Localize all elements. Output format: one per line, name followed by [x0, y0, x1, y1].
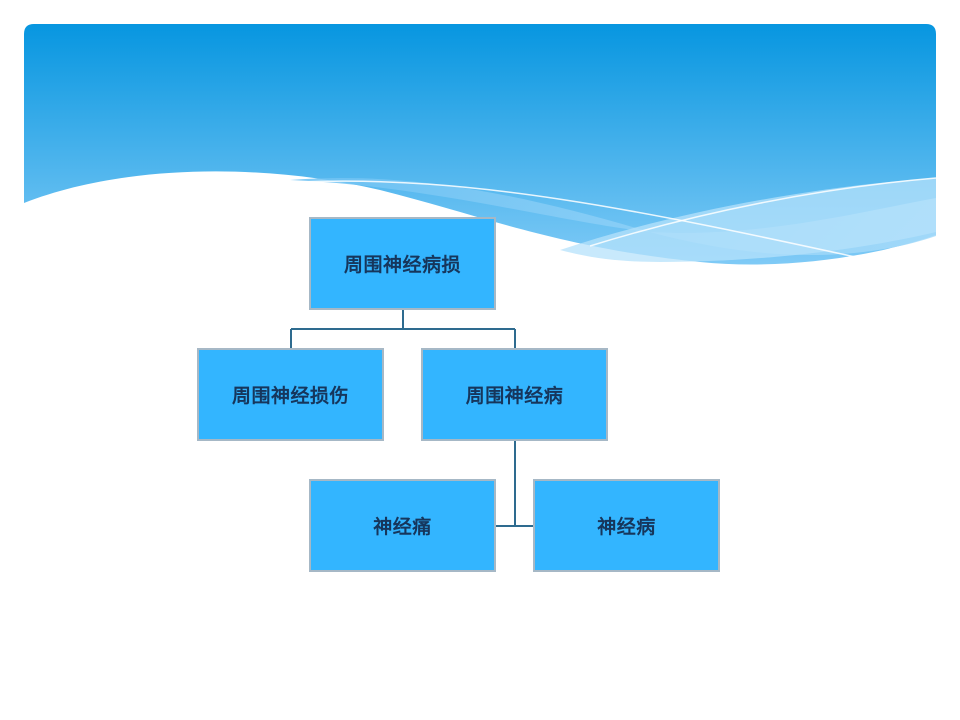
node-neuropathy: 神经病 [533, 479, 720, 572]
node-peripheral-neuropathy: 周围神经病 [421, 348, 608, 441]
header-wave-line [589, 177, 937, 247]
node-peripheral-nerve-injury: 周围神经损伤 [197, 348, 384, 441]
node-neuralgia: 神经痛 [309, 479, 496, 572]
node-label: 周围神经病 [465, 385, 564, 407]
header-wave-banner [24, 24, 937, 265]
header-sky [24, 24, 936, 265]
node-label: 神经病 [597, 516, 656, 538]
node-label: 神经痛 [373, 516, 432, 538]
node-root: 周围神经病损 [309, 217, 496, 310]
header-wave-line [299, 180, 861, 259]
node-label: 周围神经病损 [343, 254, 461, 276]
header-wave [560, 178, 936, 262]
node-label: 周围神经损伤 [231, 385, 349, 407]
